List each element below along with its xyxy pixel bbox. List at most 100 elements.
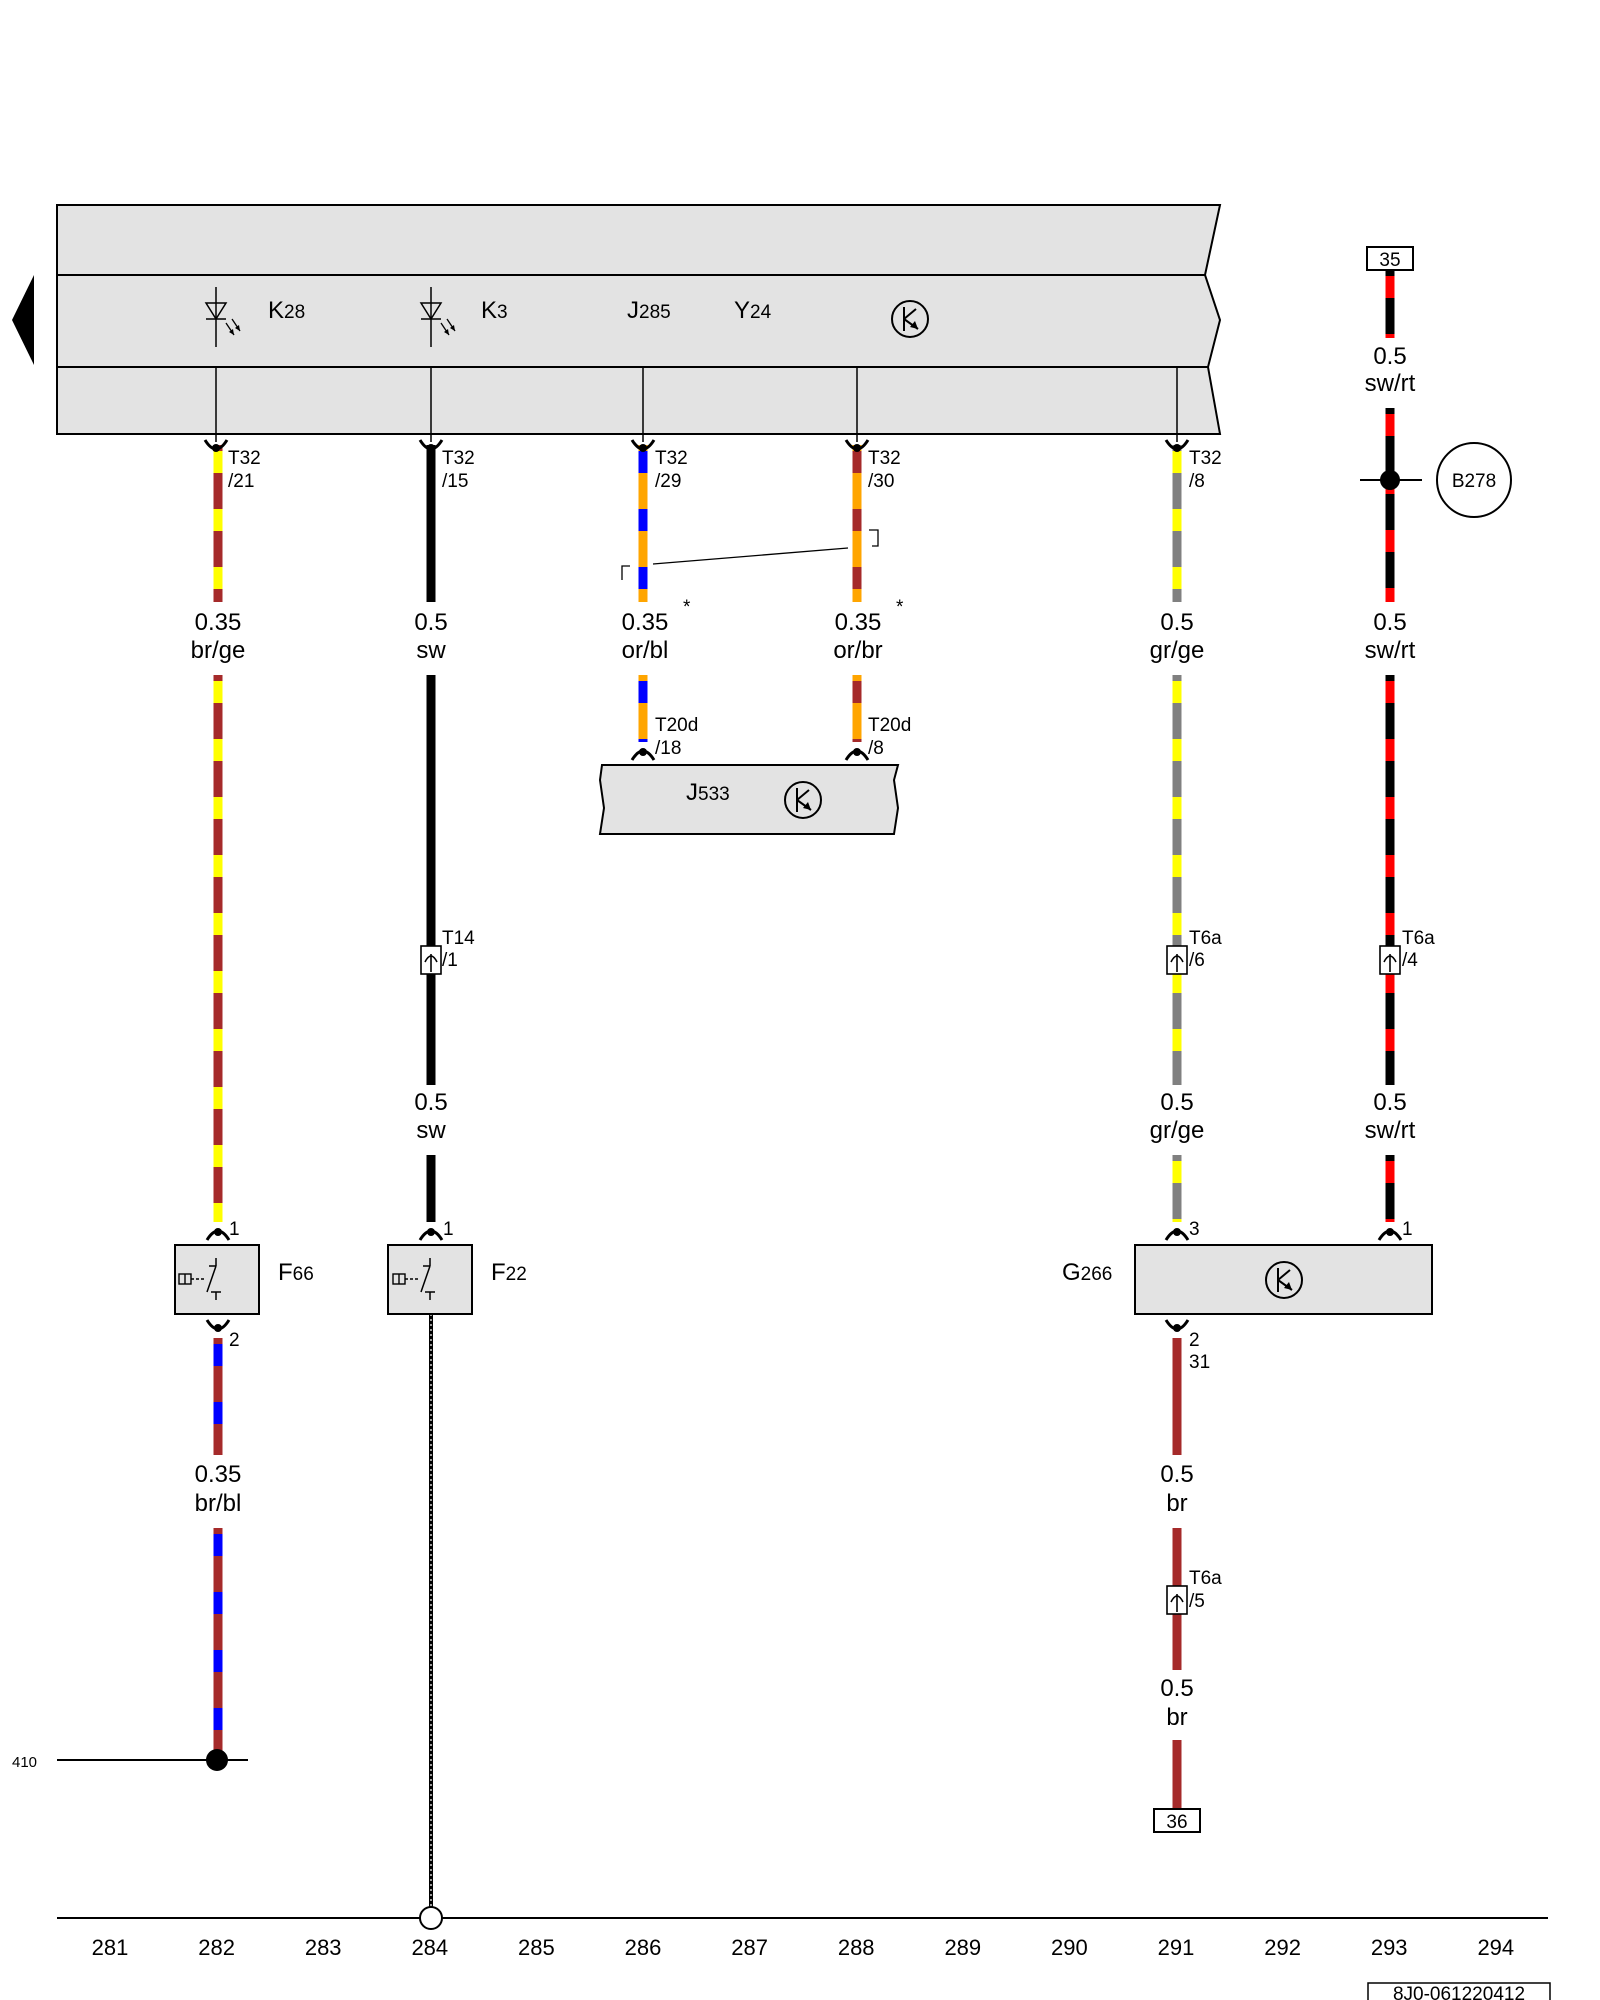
track-number: 288 [838, 1935, 875, 1960]
track-number: 287 [731, 1935, 768, 1960]
wire-288-size: 0.35 [835, 609, 882, 636]
conn-t32-15-name: T32 [442, 448, 475, 469]
conn-t32-15-pin: /15 [442, 471, 468, 492]
track-number: 282 [198, 1935, 235, 1960]
track-number: 281 [92, 1935, 129, 1960]
conn-t6a-6-icon [1166, 945, 1188, 975]
label-k3: K3 [481, 297, 508, 324]
pin-g266-3: 3 [1189, 1219, 1200, 1240]
ref-box-bottom [1153, 1808, 1201, 1833]
pin-g266-2: 2 [1189, 1330, 1200, 1351]
conn-t32-29-name: T32 [655, 448, 688, 469]
wire-291a-color: gr/ge [1150, 637, 1205, 664]
conn-t6a-5-name: T6a [1189, 1568, 1222, 1589]
doc-id-box [1367, 1982, 1551, 2000]
conn-t32-30-name: T32 [868, 448, 901, 469]
conn-t32-8-pin: /8 [1189, 471, 1205, 492]
instrument-cluster-housing [56, 204, 1222, 435]
track-number: 283 [305, 1935, 342, 1960]
conn-t14-1-pin: /1 [442, 950, 458, 971]
wire-282b-color: br/bl [195, 1490, 242, 1517]
wire-291a-size: 0.5 [1160, 609, 1193, 636]
f66-box [174, 1244, 260, 1315]
label-j285: J285 [627, 297, 671, 324]
pin-f66-1: 1 [229, 1219, 240, 1240]
conn-t6a-6-pin: /6 [1189, 950, 1205, 971]
wire-293b-color: sw/rt [1365, 637, 1416, 664]
label-f66: F66 [278, 1259, 314, 1286]
pin-f22-1: 1 [443, 1219, 454, 1240]
track-number: 291 [1158, 1935, 1195, 1960]
conn-t6a-4-name: T6a [1402, 928, 1435, 949]
twisted-pair-bracket [621, 529, 879, 580]
f22-box [387, 1244, 473, 1315]
j533-box [598, 764, 900, 835]
track-number: 290 [1051, 1935, 1088, 1960]
wire-293b-size: 0.5 [1373, 609, 1406, 636]
track-number: 294 [1477, 1935, 1514, 1960]
pin-t32-15-icon [418, 439, 444, 452]
track-number: 285 [518, 1935, 555, 1960]
wire-labels: 0.35 br/ge 0.5 sw 0.35 or/bl 0.35 or/br … [191, 343, 1416, 1731]
wire-284a-size: 0.5 [414, 609, 447, 636]
pin-t32-8-icon [1164, 439, 1190, 452]
wire-286-color: or/bl [622, 637, 669, 664]
pin-f22-1-icon [418, 1228, 444, 1241]
conn-t6a-4-icon [1379, 945, 1401, 975]
pin-g266-1: 1 [1402, 1219, 1413, 1240]
doc-id: 8J0-061220412 [1393, 1984, 1525, 2000]
ref-top: 35 [1379, 250, 1400, 271]
conn-t20d-18-pin: /18 [655, 738, 681, 759]
ref-410: 410 [12, 1754, 37, 1771]
wire-282b-size: 0.35 [195, 1461, 242, 1488]
pin-t20d-18-icon [630, 748, 656, 761]
wire-293a-size: 0.5 [1373, 343, 1406, 370]
wire-293a-color: sw/rt [1365, 370, 1416, 397]
footnote-asterisk-288: * [896, 597, 904, 618]
track-number: 284 [411, 1935, 448, 1960]
connector-layer [203, 439, 1403, 1615]
track-number: 292 [1264, 1935, 1301, 1960]
wire-293c-size: 0.5 [1373, 1089, 1406, 1116]
label-j533: J533 [686, 779, 730, 806]
wire-282a-color: br/ge [191, 637, 246, 664]
wire-288-color: or/br [833, 637, 882, 664]
ref-box-top [1366, 246, 1414, 271]
label-f22: F22 [491, 1259, 527, 1286]
track-410-link [57, 1749, 248, 1771]
conn-t14-1-icon [420, 945, 442, 975]
wire-284a-color: sw [416, 637, 446, 664]
pin-t20d-8-icon [844, 748, 870, 761]
pin-g266-1-icon [1377, 1228, 1403, 1241]
b278-connection [1360, 442, 1512, 518]
conn-t32-8-name: T32 [1189, 448, 1222, 469]
conn-t6a-6-name: T6a [1189, 928, 1222, 949]
pin-f66-1-icon [205, 1228, 231, 1241]
footnote-asterisk-286: * [683, 597, 691, 618]
g266-box [1134, 1244, 1433, 1315]
conn-t32-29-pin: /29 [655, 471, 681, 492]
label-g266: G266 [1062, 1259, 1112, 1286]
conn-t20d-8-pin: /8 [868, 738, 884, 759]
wire-291b-size: 0.5 [1160, 1089, 1193, 1116]
conn-t6a-4-pin: /4 [1402, 950, 1418, 971]
pin-g266-31: 31 [1189, 1352, 1210, 1373]
ground-point-284 [419, 1906, 443, 1930]
track-number: 293 [1371, 1935, 1408, 1960]
conn-t6a-5-icon [1166, 1585, 1188, 1615]
wire-284b-size: 0.5 [414, 1089, 447, 1116]
wire-layer [213, 270, 1395, 1907]
pin-f66-2: 2 [229, 1330, 240, 1351]
pin-t32-21-icon [203, 439, 229, 452]
wire-282a-size: 0.35 [195, 609, 242, 636]
ref-bottom: 36 [1166, 1812, 1187, 1833]
pin-f66-2-icon [205, 1319, 231, 1332]
wire-291c-size: 0.5 [1160, 1461, 1193, 1488]
wire-286-size: 0.35 [622, 609, 669, 636]
connector-labels: T32 /21 T32 /15 T32 /29 T32 /30 T32 /8 T… [228, 448, 1435, 1612]
wire-291b-color: gr/ge [1150, 1117, 1205, 1144]
conn-t6a-5-pin: /5 [1189, 1591, 1205, 1612]
conn-t14-1-name: T14 [442, 928, 475, 949]
label-b278: B278 [1452, 471, 1496, 492]
